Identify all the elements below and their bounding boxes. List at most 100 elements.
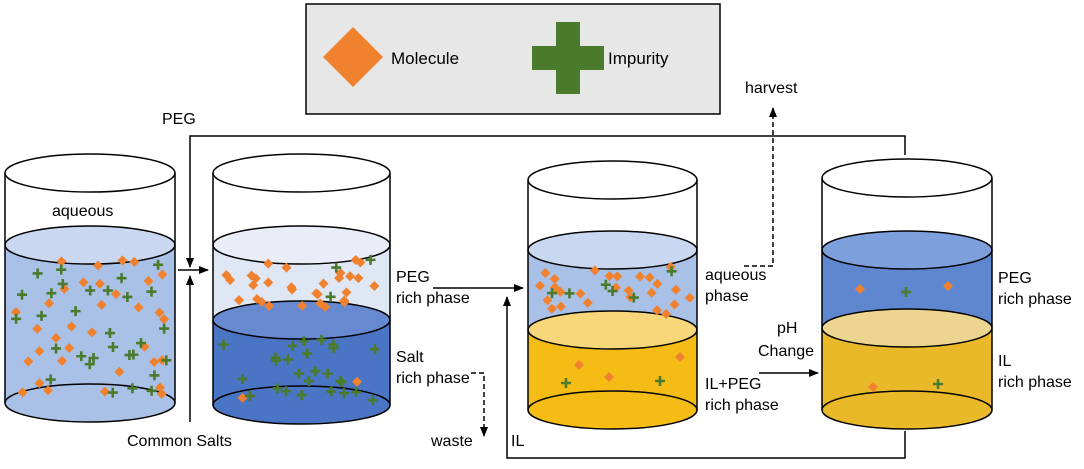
molecule-marker bbox=[78, 277, 89, 288]
molecule-marker bbox=[159, 314, 170, 325]
impurity-marker bbox=[901, 287, 911, 297]
molecule-marker bbox=[248, 280, 259, 291]
impurity-marker bbox=[149, 370, 160, 381]
molecule-marker bbox=[661, 309, 672, 320]
beaker3-bottom-label-2: rich phase bbox=[705, 397, 779, 414]
impurity-marker bbox=[57, 278, 68, 289]
molecule-marker bbox=[154, 307, 165, 318]
molecule-marker bbox=[652, 305, 663, 316]
il-label: IL bbox=[511, 433, 524, 450]
impurity-marker bbox=[104, 328, 115, 339]
molecule-marker bbox=[10, 307, 21, 318]
particle-cluster bbox=[218, 334, 380, 406]
peg-phase-surface bbox=[821, 230, 993, 270]
impurity-marker bbox=[159, 323, 170, 334]
ilpeg-phase-particles bbox=[561, 352, 685, 388]
common-salts-label: Common Salts bbox=[127, 433, 232, 450]
molecule-marker bbox=[42, 385, 53, 396]
harvest-label: harvest bbox=[745, 80, 798, 97]
molecule-marker bbox=[339, 297, 350, 308]
impurity-marker bbox=[122, 291, 133, 302]
legend-molecule-label: Molecule bbox=[391, 49, 459, 68]
molecule-marker bbox=[143, 276, 154, 287]
particle-cluster bbox=[535, 261, 695, 320]
molecule-marker bbox=[318, 278, 329, 289]
impurity-marker bbox=[369, 344, 380, 355]
impurity-marker bbox=[127, 383, 138, 394]
impurity-marker bbox=[298, 336, 309, 347]
impurity-marker bbox=[88, 353, 99, 364]
impurity-marker bbox=[161, 355, 172, 366]
impurity-marker bbox=[218, 339, 229, 350]
beaker2-bottom-label-2: rich phase bbox=[396, 370, 470, 387]
impurity-marker bbox=[339, 388, 350, 399]
impurity-marker bbox=[146, 286, 157, 297]
molecule-marker bbox=[344, 271, 355, 282]
beaker4-bottom-label-2: rich phase bbox=[998, 374, 1072, 391]
impurity-marker bbox=[294, 368, 305, 379]
impurity-marker bbox=[107, 387, 118, 398]
impurity-marker bbox=[303, 376, 314, 387]
flow-arrows bbox=[178, 107, 906, 459]
molecule-marker bbox=[623, 285, 634, 296]
impurity-marker bbox=[17, 289, 28, 300]
molecule-marker bbox=[542, 295, 553, 306]
beaker-rim bbox=[212, 153, 391, 193]
il-phase-surface bbox=[821, 308, 993, 348]
molecule-marker bbox=[644, 272, 655, 283]
impurity-marker bbox=[36, 310, 47, 321]
impurity-marker bbox=[287, 340, 298, 351]
impurity-marker bbox=[11, 313, 22, 324]
impurity-marker bbox=[102, 285, 113, 296]
impurity-marker bbox=[365, 254, 376, 265]
molecule-marker bbox=[684, 292, 695, 303]
molecule-marker bbox=[66, 321, 77, 332]
impurity-marker bbox=[85, 285, 96, 296]
peg-label: PEG bbox=[162, 111, 196, 128]
molecule-marker bbox=[157, 269, 168, 280]
impurity-marker bbox=[146, 385, 157, 396]
impurity-marker bbox=[45, 374, 56, 385]
diamond-icon bbox=[323, 27, 383, 87]
particle-cluster bbox=[10, 255, 172, 399]
molecule-marker bbox=[44, 298, 55, 309]
legend: Molecule Impurity bbox=[305, 3, 721, 115]
beaker-rim bbox=[527, 160, 698, 200]
il-recycle-arrow bbox=[503, 296, 906, 459]
impurity-marker bbox=[302, 348, 313, 359]
molecule-marker bbox=[110, 288, 121, 299]
molecule-marker bbox=[369, 281, 380, 292]
peg-recycle-arrow bbox=[186, 135, 906, 268]
molecule-marker bbox=[117, 255, 128, 266]
molecule-marker bbox=[234, 295, 245, 306]
impurity-marker bbox=[282, 354, 293, 365]
impurity-marker bbox=[655, 376, 665, 386]
impurity-marker bbox=[351, 387, 362, 398]
molecule-marker bbox=[34, 378, 45, 389]
molecule-marker bbox=[353, 273, 364, 284]
molecule-marker bbox=[23, 356, 34, 367]
impurity-marker bbox=[51, 343, 62, 354]
impurity-marker bbox=[135, 338, 146, 349]
impurity-marker bbox=[272, 383, 283, 394]
molecule-marker bbox=[546, 303, 557, 314]
molecule-marker bbox=[50, 333, 61, 344]
beaker3-top-label-1: aqueous bbox=[705, 267, 766, 284]
molecule-marker bbox=[575, 288, 586, 299]
molecule-marker bbox=[250, 273, 261, 284]
beaker-peg-salt bbox=[212, 153, 391, 425]
molecule-marker bbox=[352, 376, 363, 387]
impurity-marker bbox=[666, 266, 677, 277]
molecule-marker bbox=[855, 284, 865, 294]
impurity-marker bbox=[607, 286, 618, 297]
impurity-marker bbox=[153, 259, 164, 270]
molecule-marker bbox=[99, 386, 110, 397]
impurity-marker bbox=[325, 291, 336, 302]
impurity-marker bbox=[296, 390, 307, 401]
impurity-marker bbox=[367, 395, 378, 406]
impurity-marker bbox=[32, 268, 43, 279]
impurity-marker bbox=[107, 342, 118, 353]
molecule-marker bbox=[17, 387, 28, 398]
legend-impurity-label: Impurity bbox=[608, 49, 669, 68]
molecule-marker bbox=[149, 356, 160, 367]
